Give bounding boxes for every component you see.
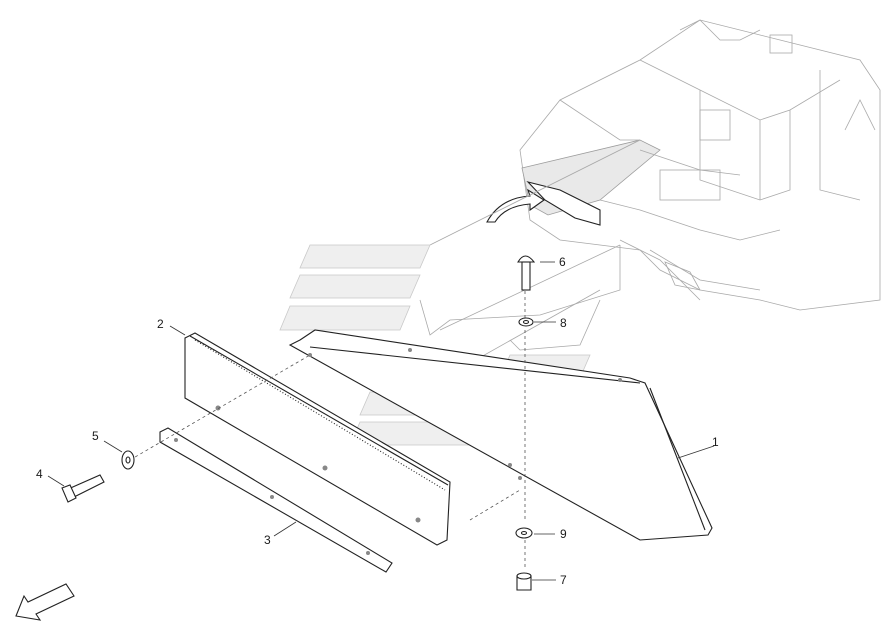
- callout-2: 2: [157, 317, 164, 331]
- callout-4: 4: [36, 467, 43, 481]
- callout-1: 1: [712, 435, 719, 449]
- part-7-nut: [516, 572, 532, 591]
- callout-9: 9: [560, 527, 567, 541]
- dashed-assembly-lines: [129, 285, 526, 570]
- part-2-rubber-flap: [184, 332, 451, 546]
- part-4-bolt: [61, 474, 105, 503]
- callout-5: 5: [92, 429, 99, 443]
- view-direction-arrow-icon: [15, 583, 75, 621]
- part-3-clamping-strip: [159, 427, 393, 573]
- callout-3: 3: [264, 533, 271, 547]
- part-9-washer: [515, 527, 533, 539]
- part-1-shield-plate: [288, 329, 713, 541]
- callout-leaders: [47, 261, 715, 581]
- part-6-carriage-bolt: [517, 255, 536, 291]
- callout-7: 7: [560, 573, 567, 587]
- orientation-arrow-icon: [486, 188, 545, 223]
- callout-6: 6: [559, 255, 566, 269]
- callout-8: 8: [560, 316, 567, 330]
- part-5-washer: [121, 450, 135, 470]
- frame-bracket-detail: [526, 181, 601, 226]
- part-8-washer: [518, 317, 534, 327]
